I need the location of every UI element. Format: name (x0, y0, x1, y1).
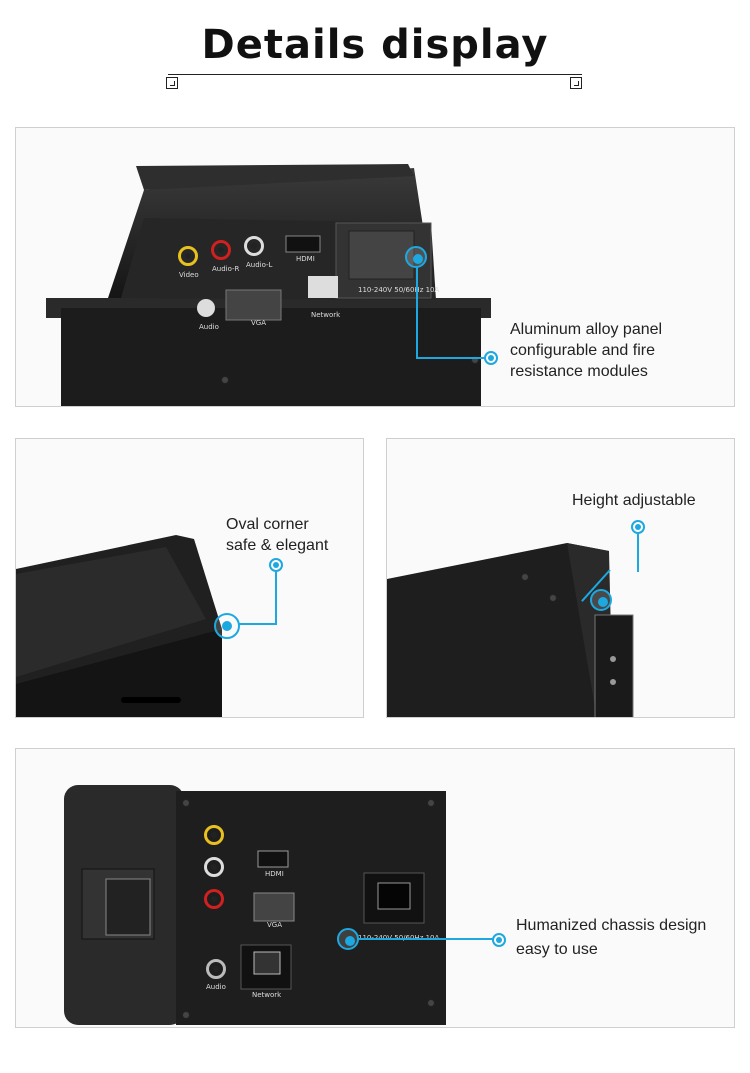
caption-line: Humanized chassis design (516, 917, 707, 934)
detail-panel-aluminum: Video Audio-R Audio-L HDMI Audio VGA Net… (15, 127, 735, 407)
rca-audio-r-port (211, 240, 231, 260)
title-rule (168, 74, 582, 75)
screw (549, 594, 557, 602)
screw (471, 356, 479, 364)
label-audio-l: Audio-L (246, 261, 273, 269)
title-deco-left (166, 77, 178, 89)
callout-dot (492, 933, 506, 947)
caption-line: configurable and fire (510, 342, 655, 359)
product-image-side (387, 543, 634, 717)
screw (521, 573, 529, 581)
caption-line: easy to use (516, 941, 598, 958)
callout-ring (405, 246, 427, 268)
title-deco-right (570, 77, 582, 89)
label-vga: VGA (267, 921, 283, 929)
callout-caption-chassis: Humanized chassis design easy to use (516, 914, 706, 962)
screw (182, 799, 190, 807)
label-hdmi: HDMI (265, 870, 284, 878)
caption-line: safe & elegant (226, 537, 329, 554)
rca-audio-l-port (244, 236, 264, 256)
label-audio: Audio (206, 983, 226, 991)
label-video: Video (179, 271, 199, 279)
rca-audio-r-port (204, 889, 224, 909)
label-audio-r: Audio-R (212, 265, 240, 273)
callout-caption-aluminum: Aluminum alloy panel configurable and fi… (510, 319, 662, 382)
callout-line (358, 938, 495, 940)
product-image-chassis (64, 785, 446, 1025)
caption-line: Height adjustable (572, 492, 696, 509)
rca-audio-l-port (204, 857, 224, 877)
page-title: Details display (201, 22, 549, 68)
screw (427, 799, 435, 807)
callout-line (416, 357, 486, 359)
label-vga: VGA (251, 319, 267, 327)
label-power-rating: 110-240V 50/60Hz 10A (358, 286, 440, 294)
callout-line (416, 267, 418, 359)
callout-dot (269, 558, 283, 572)
callout-dot (631, 520, 645, 534)
callout-ring (337, 928, 359, 950)
screw (221, 376, 229, 384)
product-image-popup-box (46, 164, 491, 406)
caption-line: Aluminum alloy panel (510, 321, 663, 338)
screw (182, 1011, 190, 1019)
product-image-corner (16, 535, 222, 717)
callout-line (275, 572, 277, 624)
label-network: Network (311, 311, 341, 319)
detail-panel-chassis: HDMI VGA Audio Network 110-240V 50/60Hz … (15, 748, 735, 1028)
label-network: Network (252, 991, 282, 999)
rca-video-port (204, 825, 224, 845)
callout-line (238, 623, 277, 625)
caption-line: Oval corner (226, 516, 309, 533)
label-hdmi: HDMI (296, 255, 315, 263)
callout-caption-height: Height adjustable (572, 490, 696, 511)
detail-panel-height: Height adjustable (386, 438, 735, 718)
screw (427, 999, 435, 1007)
caption-line: resistance modules (510, 363, 648, 380)
callout-dot (484, 351, 498, 365)
audio-jack (206, 959, 226, 979)
callout-ring (214, 613, 240, 639)
rca-video-port (178, 246, 198, 266)
detail-panel-oval-corner: Oval corner safe & elegant (15, 438, 364, 718)
callout-caption-oval: Oval corner safe & elegant (226, 514, 328, 556)
callout-line (637, 534, 639, 572)
callout-ring (590, 589, 612, 611)
label-audio: Audio (199, 323, 219, 331)
